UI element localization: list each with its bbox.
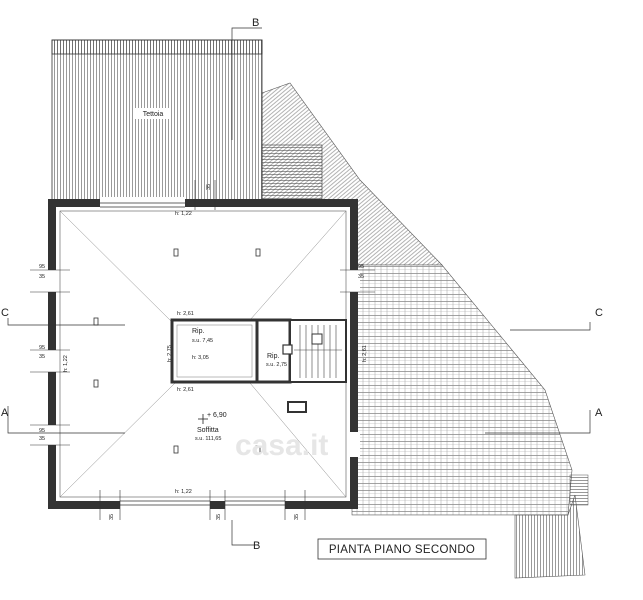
- side-roof: [261, 144, 323, 206]
- room-ripostiglio-1: [170, 318, 259, 384]
- stair-core: [311, 333, 323, 345]
- dim-35: 35: [206, 184, 212, 190]
- height-left: h: 1,22: [63, 355, 69, 372]
- window-gap: [46, 270, 58, 292]
- height-right: h: 2,61: [362, 345, 368, 362]
- dim-95: 95: [358, 264, 364, 270]
- section-label-b-top: B: [252, 17, 259, 29]
- ridge-line: [59, 382, 176, 498]
- dim-95: 95: [39, 264, 45, 270]
- ridge-line: [59, 210, 176, 326]
- dim-35: 35: [216, 514, 222, 520]
- rip1-height: h: 3,05: [192, 355, 209, 361]
- window-gap: [46, 425, 58, 445]
- dim-35: 35: [358, 274, 364, 280]
- height-top: h: 1,22: [175, 211, 192, 217]
- height-rip-side: h: 2,75: [167, 345, 173, 362]
- section-label-a-right: A: [595, 407, 603, 419]
- height-rip-top: h: 2,61: [177, 311, 194, 317]
- plan-title: PIANTA PIANO SECONDO: [329, 544, 475, 556]
- watermark: casa.it: [235, 429, 328, 462]
- level-value: + 6,90: [207, 412, 227, 419]
- section-label-c-left: C: [1, 307, 9, 319]
- ridge-line: [249, 210, 347, 321]
- title-box: [317, 538, 487, 560]
- rip1-area: s.u. 7,45: [192, 338, 213, 344]
- window-gap: [348, 432, 360, 457]
- section-lines: [7, 27, 591, 546]
- dim-35: 35: [39, 354, 45, 360]
- dim-35: 35: [39, 436, 45, 442]
- lower-roof-tiles: [514, 494, 586, 579]
- window-gap: [348, 270, 360, 292]
- room-ripostiglio-1-inner: [176, 324, 253, 378]
- dim-35: 35: [109, 514, 115, 520]
- ridge-line: [249, 382, 347, 498]
- dim-95: 95: [39, 428, 45, 434]
- rip2-name: Rip.: [267, 353, 280, 360]
- roof-edge-strip: [569, 474, 589, 506]
- tettoia-label: Tettoia: [143, 111, 164, 118]
- height-rip-bottom: h: 2,61: [177, 387, 194, 393]
- roof-tiles: [351, 264, 573, 516]
- skylight: [287, 401, 307, 413]
- chimney: [282, 344, 293, 355]
- dim-95: 95: [39, 345, 45, 351]
- dim-35: 35: [294, 514, 300, 520]
- column-marks: [93, 248, 261, 454]
- height-bottom: h: 1,22: [175, 489, 192, 495]
- level-marker: [198, 414, 208, 424]
- soffitta-name: Soffitta: [197, 427, 219, 434]
- tettoia-roof: [51, 39, 263, 203]
- soffitta-area: s.u. 111,65: [195, 436, 221, 442]
- section-label-b-bottom: B: [253, 540, 260, 552]
- tettoia-ridge: [51, 39, 263, 55]
- rip2-area: s.u. 2,75: [266, 362, 287, 368]
- window-gap: [46, 350, 58, 372]
- section-label-c-right: C: [595, 307, 603, 319]
- dim-35: 35: [39, 274, 45, 280]
- tettoia-label-bg: [135, 108, 171, 119]
- rip1-name: Rip.: [192, 328, 205, 335]
- section-label-a-left: A: [1, 407, 9, 419]
- dimension-marks: [30, 180, 375, 520]
